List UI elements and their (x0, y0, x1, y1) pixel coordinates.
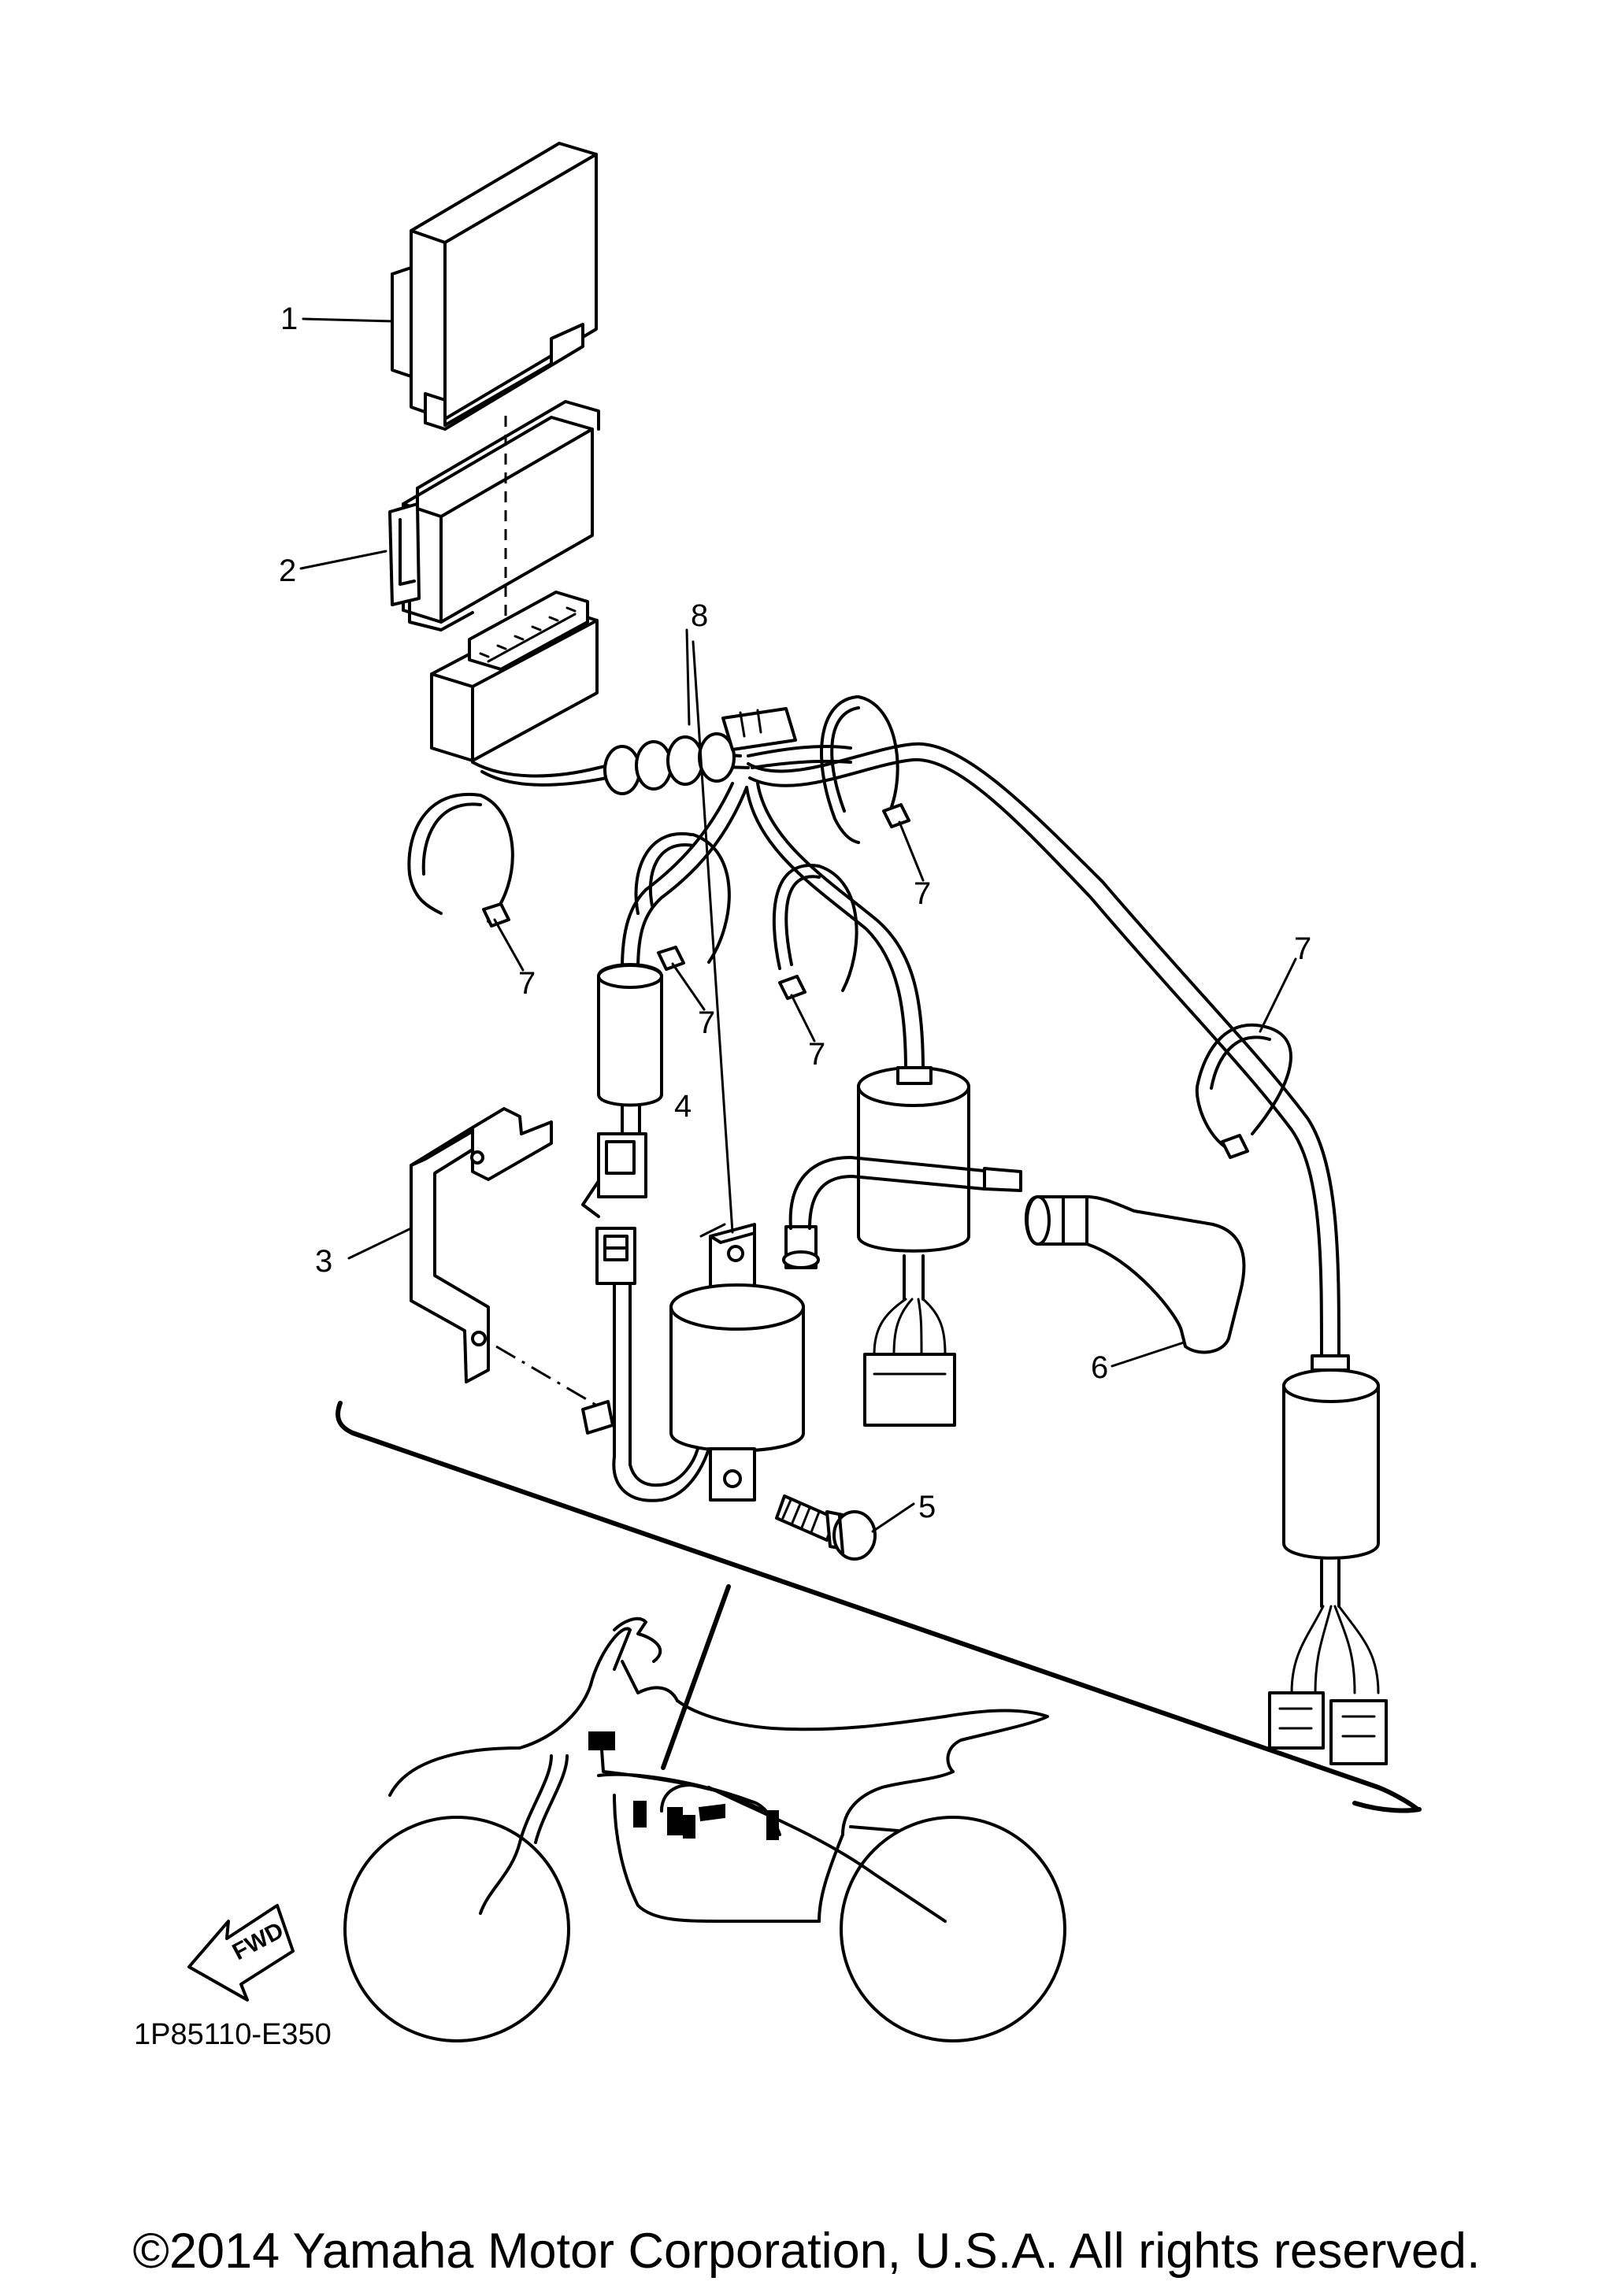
motorcycle-location-view (343, 1616, 1066, 2042)
callout-6: 6 (1091, 1350, 1108, 1385)
callout-7-e: 7 (1294, 931, 1311, 966)
part-8-wire-harness[interactable] (471, 707, 1340, 1357)
part-7-cable-tie-5[interactable] (1195, 1023, 1292, 1159)
harness-branch-left (581, 963, 663, 1218)
forward-direction-arrow: FWD (187, 1904, 295, 2002)
part-6-spark-plug-cap[interactable] (1024, 1195, 1246, 1354)
callout-leaders (299, 317, 1297, 1533)
part-7-cable-tie-1[interactable] (407, 792, 514, 928)
part-7-cable-tie-2[interactable] (634, 831, 731, 971)
callout-1: 1 (280, 302, 298, 336)
group-bracket-line (336, 1401, 1420, 1812)
callout-7-d: 7 (808, 1037, 825, 1072)
callout-4: 4 (674, 1089, 692, 1124)
group-bracket-end (1352, 1801, 1422, 1813)
harness-branch-center (857, 1066, 970, 1427)
part-7-cable-tie-4[interactable] (820, 695, 910, 844)
callout-5: 5 (918, 1490, 936, 1524)
callout-7-b: 7 (518, 966, 536, 1001)
part-5-bolt[interactable] (775, 1494, 877, 1561)
callout-2: 2 (279, 554, 296, 588)
callout-7-c: 7 (698, 1005, 715, 1040)
location-pointer-line (661, 1584, 731, 1770)
part-3-bracket[interactable] (410, 1107, 553, 1383)
part-1-cdi-unit[interactable] (391, 142, 598, 431)
callout-3: 3 (315, 1244, 332, 1279)
copyright-notice: ©2014 Yamaha Motor Corporation, U.S.A. A… (133, 2224, 1481, 2279)
callout-8: 8 (691, 598, 708, 633)
assembly-line-3 (495, 1345, 607, 1413)
part-7-cable-tie-3[interactable] (772, 864, 858, 1000)
harness-connector-block (430, 591, 599, 762)
part-4-ignition-coil[interactable] (581, 1156, 1022, 1502)
harness-sub-connector-right (1268, 1354, 1388, 1765)
callout-7-a: 7 (914, 876, 931, 911)
part-code: 1P85110-E350 (134, 2018, 332, 2051)
part-2-cdi-holder[interactable] (388, 400, 600, 631)
